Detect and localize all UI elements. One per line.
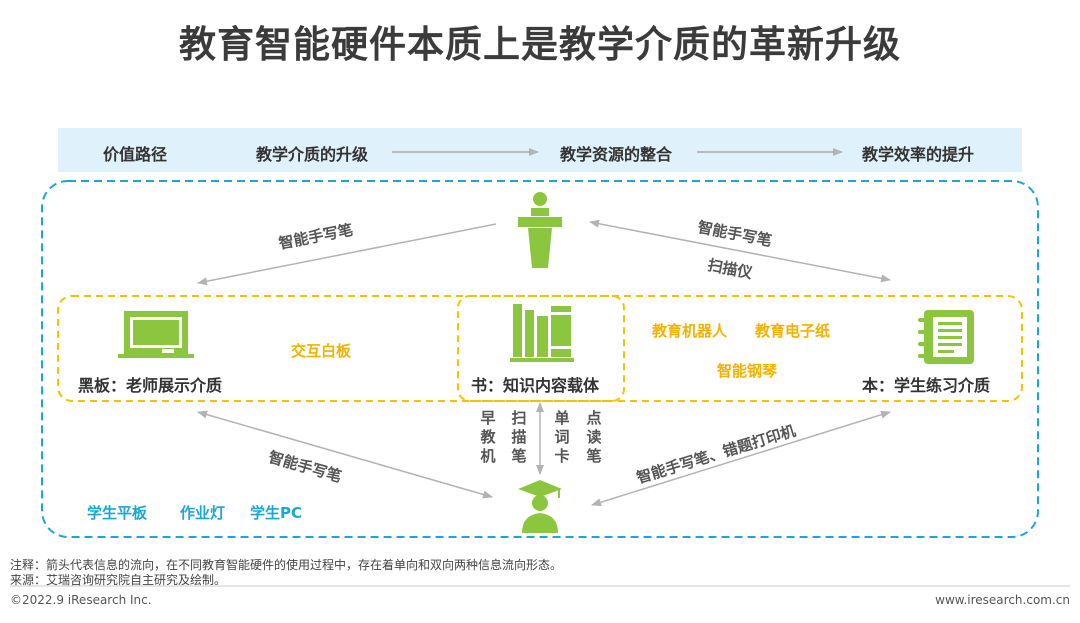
books-icon (510, 304, 574, 362)
device-smart-piano: 智能钢琴 (717, 362, 778, 380)
vertical-label-scanning-pen: 扫描笔 (511, 409, 527, 465)
footer-copyright: ©2022.9 iResearch Inc. (10, 593, 152, 607)
blackboard-icon (118, 311, 194, 358)
arrow-teacher-to-blackboard (197, 223, 497, 286)
footer-source: 来源：艾瑞咨询研究院自主研究及绘制。 (10, 573, 227, 587)
value-path-step-1: 教学介质的升级 (256, 145, 369, 164)
device-student-tablet: 学生平板 (87, 504, 148, 522)
book-node-frame (457, 295, 625, 402)
vertical-label-word-card: 单词卡 (554, 409, 570, 465)
page-title: 教育智能硬件本质上是教学介质的革新升级 (179, 23, 901, 66)
value-path-step-2: 教学资源的整合 (560, 145, 673, 164)
device-education-epaper: 教育电子纸 (755, 322, 831, 340)
notebook-icon (918, 310, 974, 364)
arrow-student-notebook (591, 410, 891, 507)
notebook-label: 本：学生练习介质 (862, 376, 991, 395)
value-path-step-3: 教学效率的提升 (862, 145, 975, 164)
vertical-label-early-learning-machine: 早教机 (480, 409, 496, 465)
device-education-robot: 教育机器人 (652, 322, 728, 340)
arrow-teacher-notebook (589, 219, 891, 283)
value-path-band (58, 128, 1022, 172)
book-label: 书：知识内容载体 (471, 376, 600, 395)
arrow-student-blackboard (197, 410, 493, 499)
teacher-podium-icon (518, 192, 562, 268)
footer-website[interactable]: www.iresearch.com.cn (935, 593, 1070, 607)
value-path-label: 价值路径 (103, 145, 168, 164)
student-graduate-icon (518, 480, 562, 533)
device-interactive-board: 交互白板 (291, 342, 352, 360)
device-student-pc: 学生PC (250, 504, 303, 522)
outer-dashed-frame (41, 180, 1039, 538)
media-row-frame (57, 295, 1023, 402)
blackboard-label: 黑板：老师展示介质 (78, 376, 223, 395)
footer-note: 注释：箭头代表信息的流向，在不同教育智能硬件的使用过程中，存在着单向和双向两种信… (10, 558, 563, 572)
vertical-label-reading-pen: 点读笔 (586, 409, 602, 465)
device-homework-lamp: 作业灯 (180, 504, 226, 522)
